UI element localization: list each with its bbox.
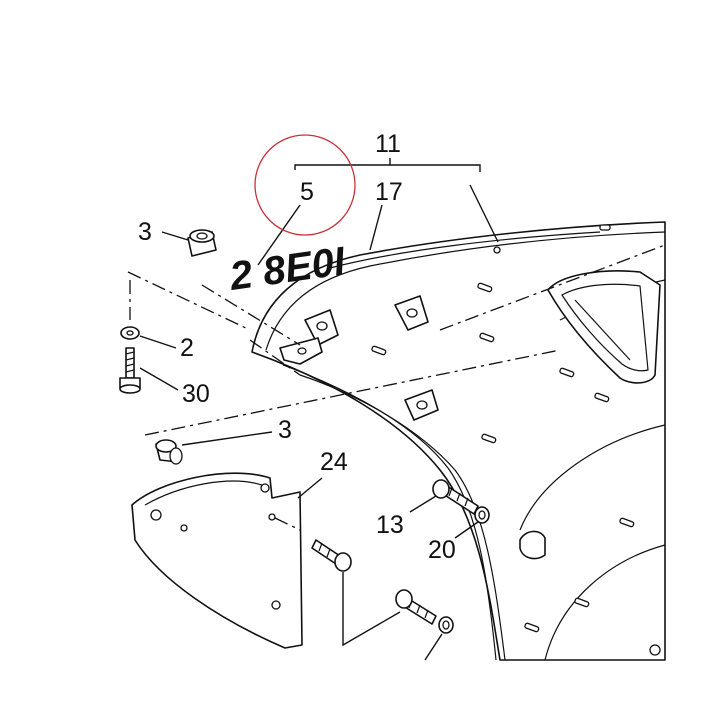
washer-2 <box>120 326 140 340</box>
clip-5 <box>279 337 323 365</box>
screw-30 <box>119 347 141 394</box>
callout-3-lower: 3 <box>278 416 292 444</box>
assembly-lines <box>127 244 666 531</box>
callout-17: 17 <box>375 178 403 206</box>
grommet-3-upper <box>187 229 217 257</box>
callout-3-upper: 3 <box>138 218 152 246</box>
bracket-24 <box>131 472 303 649</box>
mounting-tabs <box>304 295 546 560</box>
washer-lower <box>438 616 454 634</box>
bolt-lower <box>395 589 437 625</box>
callout-labels: 11 5 17 3 2 30 3 24 13 20 <box>138 130 456 564</box>
bolt-13 <box>432 479 479 515</box>
washer-20 <box>474 506 490 524</box>
callout-13: 13 <box>376 511 404 539</box>
fairing-panel <box>251 221 666 661</box>
highlight-circle <box>254 134 356 236</box>
callout-24: 24 <box>320 448 348 476</box>
leader-lines <box>139 158 499 661</box>
callout-11: 11 <box>375 130 401 158</box>
callout-30: 30 <box>182 380 210 408</box>
callout-20: 20 <box>428 536 456 564</box>
bolt-bracket <box>311 539 352 572</box>
panel-slots <box>371 224 661 656</box>
air-vent <box>547 270 661 384</box>
callout-2: 2 <box>180 334 194 362</box>
callout-5: 5 <box>300 178 314 206</box>
grommet-3-lower <box>155 439 183 465</box>
